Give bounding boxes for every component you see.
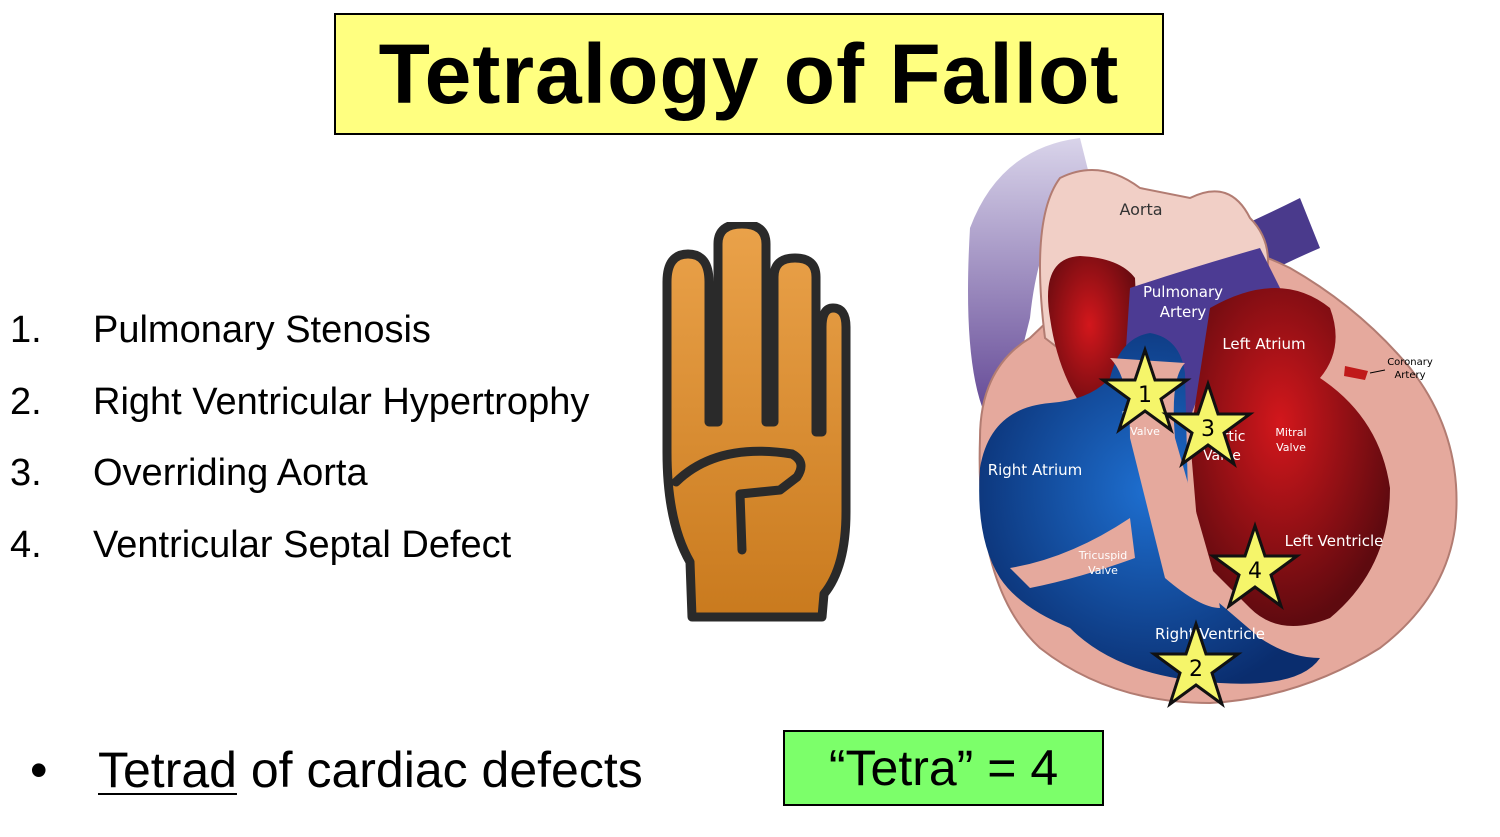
slide-title: Tetralogy of Fallot (378, 27, 1120, 121)
list-item: 3. Overriding Aorta (10, 448, 589, 520)
pulmonary-artery-label-2: Artery (1160, 303, 1207, 321)
list-text: Overriding Aorta (93, 452, 368, 494)
tricuspid-valve (1010, 518, 1135, 588)
star-marker-2: 2 (1149, 619, 1243, 708)
list-item: 1. Pulmonary Stenosis (10, 305, 589, 377)
tetrad-word: Tetrad (98, 742, 237, 798)
coronary-artery-label-2: Artery (1394, 370, 1425, 381)
left-ventricle-label: Left Ventricle (1285, 532, 1384, 550)
list-number: 2. (10, 380, 42, 423)
list-item: 2. Right Ventricular Hypertrophy (10, 377, 589, 449)
coronary-artery-label-1: Coronary (1387, 357, 1433, 368)
tetra-note-box: “Tetra” = 4 (783, 730, 1104, 806)
star-marker-1: 1 (1098, 345, 1192, 434)
star-number: 1 (1138, 383, 1152, 408)
aortic-valve-label-1: rtic (1223, 429, 1246, 445)
star-marker-4: 4 (1208, 521, 1302, 610)
star-number: 3 (1201, 417, 1215, 442)
list-text: Pulmonary Stenosis (93, 309, 431, 351)
mitral-valve-label-1: Mitral (1275, 426, 1306, 439)
list-number: 3. (10, 452, 42, 494)
list-number: 4. (10, 523, 42, 566)
list-number: 1. (10, 309, 42, 351)
bullet-dot: • (30, 742, 48, 798)
title-box: Tetralogy of Fallot (334, 13, 1164, 135)
tricuspid-valve-label-2: Valve (1088, 564, 1118, 577)
list-item: 4. Ventricular Septal Defect (10, 520, 589, 592)
list-text: Ventricular Septal Defect (93, 523, 512, 566)
right-atrium-label: Right Atrium (988, 461, 1083, 479)
coronary-artery (1344, 366, 1368, 380)
aorta-label: Aorta (1119, 200, 1162, 219)
tetrad-rest: of cardiac defects (236, 742, 643, 798)
pulmonary-artery-label-1: Pulmonary (1143, 283, 1223, 301)
list-text: Right Ventricular Hypertrophy (93, 380, 590, 423)
four-fingers-hand-icon (662, 222, 851, 622)
right-ventricle-label: Right Ventricle (1155, 625, 1265, 643)
tetra-note: “Tetra” = 4 (828, 740, 1059, 796)
star-number: 2 (1189, 657, 1203, 682)
septum (1110, 358, 1220, 608)
left-atrium-label: Left Atrium (1222, 335, 1305, 353)
pulmonic-valve-label-2: Valve (1130, 425, 1160, 438)
mitral-valve-label-2: Valve (1276, 441, 1306, 454)
tetrad-bullet: • Tetrad of cardiac defects (30, 738, 643, 802)
tricuspid-valve-label-1: Tricuspid (1078, 549, 1127, 562)
star-marker-3: 3 (1161, 379, 1255, 468)
heart-diagram: Aorta Pulmonary Artery Left Atrium Coron… (968, 138, 1458, 708)
star-number: 4 (1248, 559, 1262, 584)
left-heart (1190, 288, 1390, 626)
defect-list: 1. Pulmonary Stenosis 2. Right Ventricular… (10, 305, 589, 591)
